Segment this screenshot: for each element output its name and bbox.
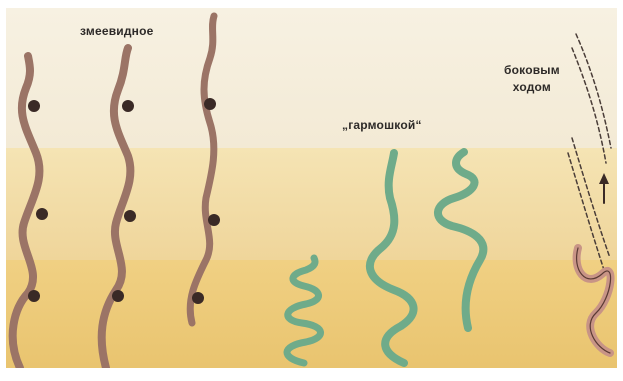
concertina-snake-2 <box>370 153 414 363</box>
peg <box>28 100 40 112</box>
serpentine-label: змеевидное <box>80 24 154 38</box>
sidewinding-group <box>568 34 611 353</box>
sidewinding-label-line2: ходом <box>504 79 560 96</box>
concertina-label: „гармошкой“ <box>342 118 422 132</box>
sidewinding-label-line1: боковым <box>504 62 560 79</box>
peg <box>112 290 124 302</box>
peg <box>204 98 216 110</box>
sidewinding-label: боковым ходом <box>504 62 560 96</box>
peg <box>124 210 136 222</box>
peg <box>122 100 134 112</box>
peg <box>192 292 204 304</box>
concertina-snake-1 <box>287 258 321 363</box>
peg <box>28 290 40 302</box>
concertina-snake-3 <box>438 152 483 328</box>
peg <box>208 214 220 226</box>
serpentine-snake-3 <box>190 16 214 323</box>
serpentine-snake-2 <box>102 48 131 368</box>
concertina-group <box>287 152 483 363</box>
snake-locomotion-diagram: змеевидное „гармошкой“ боковым ходом <box>6 8 617 368</box>
peg <box>36 208 48 220</box>
serpentine-group <box>13 16 220 368</box>
up-arrow-icon <box>599 173 609 203</box>
sidewinding-outline-1 <box>572 34 611 163</box>
